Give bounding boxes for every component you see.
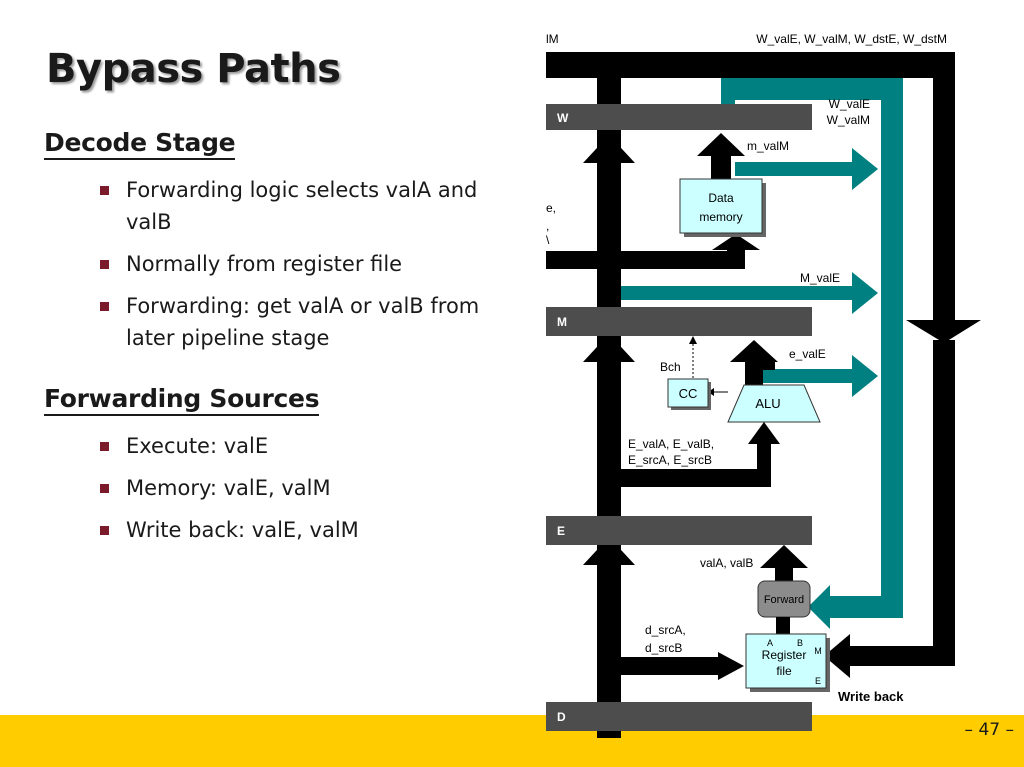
alu-output-connector — [745, 360, 775, 370]
forward-path-bottom — [827, 596, 903, 618]
bullet-item: Execute: valE — [100, 430, 480, 462]
bullet-item: Forwarding logic selects valA and valB — [100, 174, 480, 238]
slide-title: Bypass Paths — [46, 46, 341, 92]
d-src-label-line2: d_srcB — [645, 641, 682, 655]
w-valE-label: W_valE — [829, 97, 870, 111]
forward-path-top — [721, 78, 903, 100]
regfile-port-e: E — [815, 676, 821, 686]
main-bus-vertical — [597, 62, 621, 738]
pipeline-register-e — [546, 516, 812, 545]
m-valM-label: m_valM — [747, 139, 789, 153]
e-vals-riser-right — [757, 440, 771, 487]
forward-arrow-into-forward — [808, 585, 830, 629]
forward-label: Forward — [764, 594, 804, 606]
writeback-right-bus — [933, 52, 955, 324]
bch-label: Bch — [660, 360, 681, 374]
forward-arrow-m-valM — [852, 148, 878, 190]
regfile-to-forward-wire — [776, 617, 790, 635]
e-vals-label-line2: E_srcA, E_srcB — [628, 453, 712, 467]
vala-valb-arrowhead — [760, 545, 808, 568]
forward-arrow-e-valE — [852, 355, 878, 397]
section-heading-decode-stage: Decode Stage — [44, 128, 236, 160]
forward-path-m-valM — [735, 162, 855, 176]
writeback-bus-funnel — [906, 320, 981, 343]
data-memory-block — [679, 178, 763, 234]
writeback-bottom-bus — [846, 646, 955, 666]
forward-arrow-M-valE — [852, 272, 878, 314]
data-memory-label-line2: memory — [699, 210, 742, 224]
top-left-label: lM — [546, 32, 559, 46]
bch-arrowhead — [689, 336, 697, 344]
bullet-item: Write back: valE, valM — [100, 514, 480, 546]
stage-label-d: D — [557, 710, 566, 724]
stage-label-w: W — [557, 111, 569, 125]
m-valM-arrowhead — [697, 133, 745, 156]
page-number: – 47 – — [964, 720, 1014, 740]
forwarding-sources-bullets: Execute: valE Memory: valE, valM Write b… — [100, 430, 480, 556]
addr-data-arrowhead — [712, 234, 760, 250]
bus-arrowhead-into-m — [583, 334, 635, 362]
cc-block — [667, 378, 709, 408]
m-valM-wire — [711, 150, 731, 180]
writeback-right-bus-lower — [933, 340, 955, 665]
addr-data-riser — [727, 245, 745, 269]
regfile-port-a: A — [767, 638, 773, 648]
stage-label-e: E — [557, 524, 565, 538]
bullet-item: Memory: valE, valM — [100, 472, 480, 504]
bus-arrowhead-into-e — [583, 537, 635, 565]
forward-path-vertical — [881, 78, 903, 618]
pipeline-register-m — [546, 307, 812, 336]
forward-tap-w — [721, 78, 735, 110]
left-partial-label-3: \ — [546, 233, 550, 247]
decode-stage-bullets: Forwarding logic selects valA and valB N… — [100, 174, 480, 364]
bullet-item: Normally from register file — [100, 248, 480, 280]
bullet-item: Forwarding: get valA or valB from later … — [100, 290, 480, 354]
alu-output-arrowhead — [730, 340, 778, 362]
forward-path-M-valE — [621, 286, 855, 300]
left-partial-label-2: , — [546, 219, 549, 233]
pipeline-register-d — [546, 702, 812, 731]
alu-block — [727, 384, 821, 423]
e-valE-label: e_valE — [789, 347, 826, 361]
w-valM-label: W_valM — [827, 113, 870, 127]
bus-bottom-arrow — [600, 728, 618, 738]
e-vals-wire — [621, 469, 771, 487]
left-partial-label-1: e, — [546, 201, 556, 215]
register-file-label-line1: Register — [762, 648, 807, 662]
footer-bar — [0, 715, 1024, 767]
data-memory-label-line1: Data — [708, 191, 734, 205]
forward-path-e-valE — [762, 369, 855, 383]
d-src-label-line1: d_srcA, — [645, 623, 686, 637]
regfile-port-m: M — [814, 646, 822, 656]
register-file-label-line2: file — [776, 664, 792, 678]
addr-data-label: Addr, Data — [628, 252, 685, 266]
e-vals-arrowhead-right — [748, 422, 780, 444]
bus-arrowhead-into-w — [583, 135, 635, 163]
write-back-label: Write back — [838, 689, 904, 704]
e-vals-label-line1: E_valA, E_valB, — [628, 437, 714, 451]
stage-label-m: M — [557, 315, 567, 329]
register-file-block — [745, 633, 827, 689]
d-src-wire — [621, 657, 721, 675]
pipeline-register-w — [546, 104, 812, 130]
top-right-label: W_valE, W_valM, W_dstE, W_dstM — [756, 32, 947, 46]
writeback-arrow-into-regfile — [824, 634, 850, 678]
writeback-top-bus — [546, 52, 955, 78]
M-valE-label: M_valE — [800, 271, 840, 285]
regfile-port-b: B — [797, 638, 803, 648]
vala-valb-label: valA, valB — [700, 556, 753, 570]
addr-data-wire — [546, 251, 745, 269]
cc-label: CC — [679, 386, 698, 401]
section-heading-forwarding-sources: Forwarding Sources — [44, 384, 320, 416]
d-src-arrowhead — [718, 652, 744, 680]
alu-label: ALU — [755, 396, 780, 411]
